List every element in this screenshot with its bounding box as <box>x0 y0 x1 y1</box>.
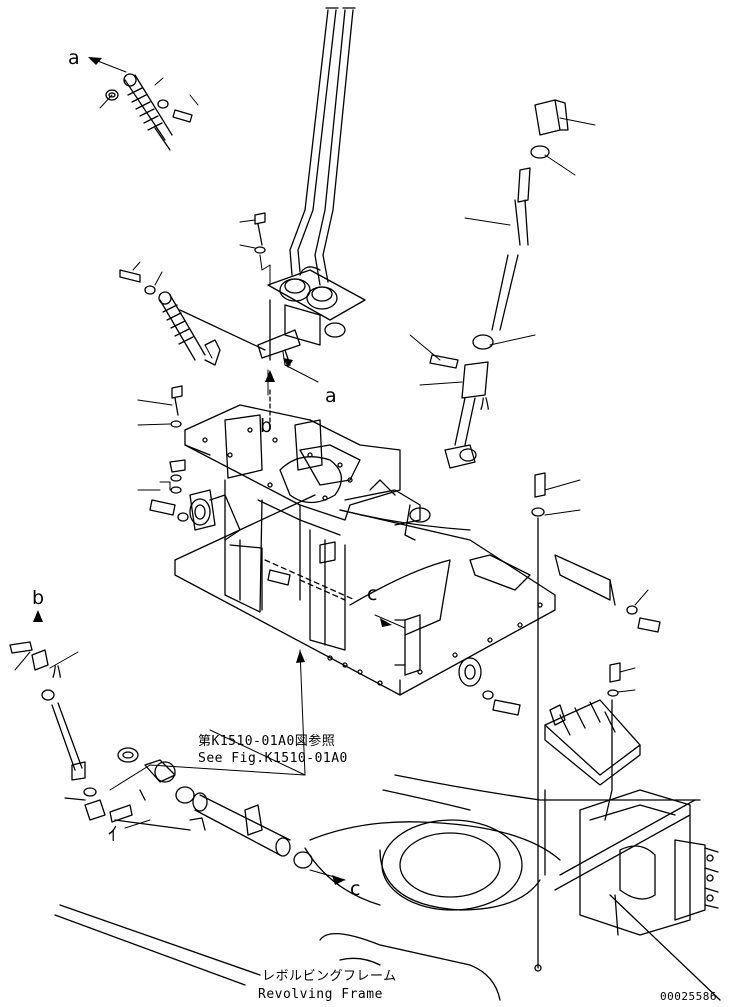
label-c-right: c <box>367 583 377 605</box>
frame-label-jp: レボルビングフレーム <box>262 969 397 984</box>
revolving-frame <box>54 774 721 1001</box>
console-frame <box>184 389 431 651</box>
arrow-a-top <box>88 57 102 65</box>
lower-shaft <box>109 747 313 869</box>
label-c-bottom: c <box>350 878 360 900</box>
label-ha-left: ﾊ <box>52 661 62 683</box>
label-a-top-left: a <box>68 47 80 69</box>
label-b-left: b <box>32 587 44 609</box>
drawing-number: 00025586 <box>660 990 717 1003</box>
label-a-mid: a <box>325 385 337 407</box>
control-levers <box>257 7 366 366</box>
arrow-ref-note <box>296 650 305 663</box>
label-ha-right: ﾊ <box>480 393 490 415</box>
arrow-b-left <box>33 610 43 622</box>
rod-assembly <box>429 99 661 972</box>
arrow-c-right <box>380 618 392 627</box>
label-i-bottom: ｲ <box>108 823 118 845</box>
arrow-c-bottom <box>332 875 345 885</box>
control-valve <box>544 662 641 821</box>
floor-plate <box>174 494 556 696</box>
left-rod-assembly <box>9 641 106 821</box>
arrows <box>33 57 392 885</box>
reference-note-en: See Fig.K1510-01A0 <box>198 751 348 766</box>
arrow-a-mid <box>283 358 293 368</box>
reference-note-jp: 第K1510-01A0図参照 <box>198 733 335 749</box>
frame-label-en: Revolving Frame <box>258 987 383 1002</box>
label-b-mid: b <box>260 415 272 437</box>
fasteners <box>149 212 521 716</box>
spring-assemblies <box>105 73 266 366</box>
arrow-b-mid <box>265 370 275 382</box>
